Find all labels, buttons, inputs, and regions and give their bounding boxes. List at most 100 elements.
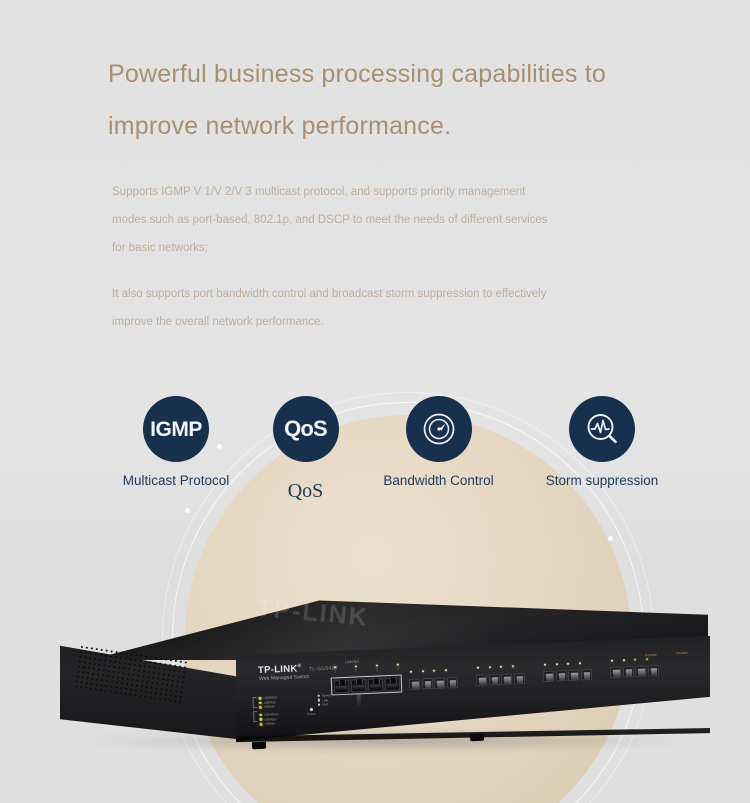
sfp-led (543, 663, 547, 666)
speedometer-gauge-icon (405, 396, 472, 462)
feature-bandwidth-control[interactable]: Bandwidth Control (366, 396, 511, 488)
mode-indicator (318, 703, 321, 706)
sfp-led (567, 662, 570, 665)
rj45-led-group: 3 (375, 664, 379, 672)
feature-storm-suppression[interactable]: Storm suppression (527, 396, 677, 488)
feature-multicast-protocol[interactable]: IGMP Multicast Protocol (104, 396, 248, 488)
headline-line-1: Powerful business processing capabilitie… (108, 60, 606, 88)
paragraph-1: Supports IGMP V 1/V 2/V 3 multicast prot… (112, 178, 652, 262)
legend-text: 10Mbps (264, 721, 276, 727)
legend-led-indicator (259, 722, 263, 726)
paragraph-2-line-1: It also supports port bandwidth control … (112, 288, 547, 300)
ring-dot (217, 444, 222, 449)
rj45-port-number: 3 (376, 667, 379, 672)
rj45-port-number: 4 (397, 667, 400, 672)
legend-led-indicator (259, 713, 262, 717)
sfp-port[interactable] (475, 674, 488, 687)
paragraph-1-line-2: modes such as port-based, 802.1p, and DS… (112, 214, 548, 226)
sfp-led (476, 666, 480, 669)
device-foot (469, 733, 485, 742)
magnifier-waveform-icon (569, 396, 635, 462)
legend-bracket-bottom (253, 711, 258, 723)
igmp-icon-text: IGMP (150, 417, 202, 441)
device-power-indicator: Power (306, 707, 316, 716)
product-image-switch: TP-LINK (0, 590, 750, 765)
rj45-port-number: 1 (334, 669, 337, 674)
mode-button[interactable] (356, 693, 362, 707)
rj45-port[interactable] (333, 679, 349, 693)
sfp-led (634, 658, 637, 661)
legend-led-indicator (258, 696, 262, 700)
device-led-legend: 1000Mbps 100Mbps 10Mbps 1000Mbps 100Mbps… (252, 694, 305, 727)
sfp-port[interactable] (500, 673, 513, 685)
feature-label-storm-suppression: Storm suppression (545, 473, 659, 488)
sfp-led (433, 669, 436, 672)
power-label: Power (306, 711, 316, 716)
sfp-port[interactable] (555, 670, 567, 682)
legend-led-indicator (258, 701, 262, 705)
sfp-led (610, 659, 614, 662)
sfp-port[interactable] (421, 678, 433, 690)
rj45-port[interactable] (384, 677, 400, 691)
rj45-port[interactable] (350, 678, 366, 693)
ring-dot (608, 536, 613, 541)
sfp-led (488, 666, 491, 669)
sfp-led (578, 662, 581, 665)
sfp-led (444, 669, 447, 672)
sfp-port[interactable] (634, 665, 647, 677)
sfp-port-group[interactable] (609, 664, 659, 679)
device-brand-registered-mark: ® (297, 663, 302, 670)
sfp-port[interactable] (433, 677, 446, 689)
rj45-led (354, 665, 358, 668)
mode-indicator (317, 694, 321, 698)
sfp-special-label: Console (644, 652, 657, 658)
rj45-port[interactable] (367, 677, 383, 692)
legend-led-indicator (259, 718, 263, 721)
description-block: Supports IGMP V 1/V 2/V 3 multicast prot… (112, 178, 652, 336)
sfp-port[interactable] (609, 666, 622, 679)
sfp-led (511, 665, 514, 668)
sfp-led (555, 663, 558, 666)
paragraph-2-line-2: improve the overall network performance. (112, 316, 324, 328)
feature-label-multicast-protocol: Multicast Protocol (122, 473, 230, 488)
rj45-led-group: 2 (354, 665, 358, 673)
sfp-port[interactable] (647, 664, 659, 677)
igmp-icon: IGMP (143, 396, 209, 462)
sfp-port[interactable] (542, 670, 555, 683)
power-led-dot (309, 707, 313, 711)
sfp-led (409, 670, 413, 673)
sfp-port-group[interactable] (475, 672, 525, 687)
rj45-led (333, 666, 337, 669)
feature-label-bandwidth-control: Bandwidth Control (383, 473, 494, 488)
sfp-led (622, 659, 625, 662)
paragraph-1-line-3: for basic networks; (112, 242, 208, 254)
paragraph-2: It also supports port bandwidth control … (112, 280, 652, 336)
sfp-port[interactable] (567, 669, 580, 681)
device-link-act-label: Link/Act (344, 658, 360, 665)
sfp-port[interactable] (622, 666, 634, 678)
qos-icon-text: QoS (284, 416, 328, 441)
sfp-port[interactable] (580, 668, 592, 681)
sfp-led (500, 665, 503, 668)
device-foot (251, 741, 267, 750)
ring-dot (185, 508, 190, 513)
sfp-port-group[interactable] (408, 676, 458, 691)
headline-line-2: improve network performance. (108, 112, 452, 140)
mode-text: PoE (322, 702, 329, 707)
sfp-led (645, 658, 648, 661)
rj45-port-group[interactable] (330, 674, 403, 696)
sfp-port[interactable] (408, 678, 421, 691)
feature-label-qos: QoS (287, 480, 324, 502)
sfp-port[interactable] (488, 674, 500, 686)
rj45-led-group: 4 (396, 663, 400, 672)
sfp-port[interactable] (513, 672, 525, 685)
legend-text: 10Mbps (263, 704, 275, 710)
mode-indicator (317, 699, 321, 702)
sfp-port[interactable] (446, 676, 458, 689)
paragraph-1-line-1: Supports IGMP V 1/V 2/V 3 multicast prot… (112, 186, 526, 198)
sfp-port-group[interactable] (542, 668, 592, 683)
legend-led-indicator (258, 706, 262, 709)
rj45-led-group: 1 (333, 666, 337, 674)
feature-qos[interactable]: QoS QoS (248, 396, 363, 503)
